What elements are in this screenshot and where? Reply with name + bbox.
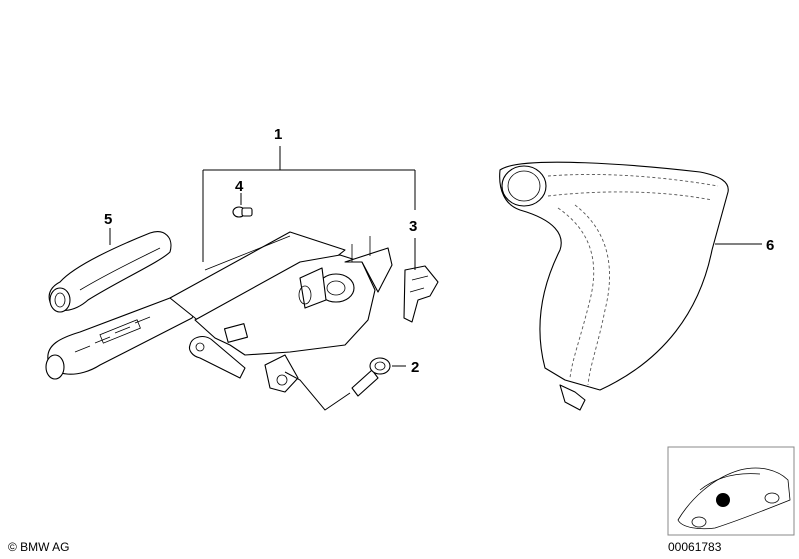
callout-3: 3 xyxy=(409,218,417,235)
part-1-handbrake-lever[interactable] xyxy=(45,231,393,393)
highlight-dot xyxy=(716,493,730,507)
part-3-clip[interactable] xyxy=(403,265,439,323)
callout-5: 5 xyxy=(104,211,112,228)
leader-lines xyxy=(109,146,762,411)
part-4-screw[interactable] xyxy=(232,206,253,218)
car-location-thumbnail xyxy=(667,446,795,536)
callout-1: 1 xyxy=(274,126,282,143)
callout-4: 4 xyxy=(235,178,244,195)
part-6-gaiter-boot[interactable] xyxy=(499,161,729,411)
part-2-bolt[interactable] xyxy=(351,357,391,397)
image-number: 00061783 xyxy=(668,540,722,554)
part-5-grip-cover[interactable] xyxy=(48,231,172,313)
copyright-text: © BMW AG xyxy=(8,540,70,554)
callout-2: 2 xyxy=(411,359,419,376)
callout-6: 6 xyxy=(766,237,774,254)
